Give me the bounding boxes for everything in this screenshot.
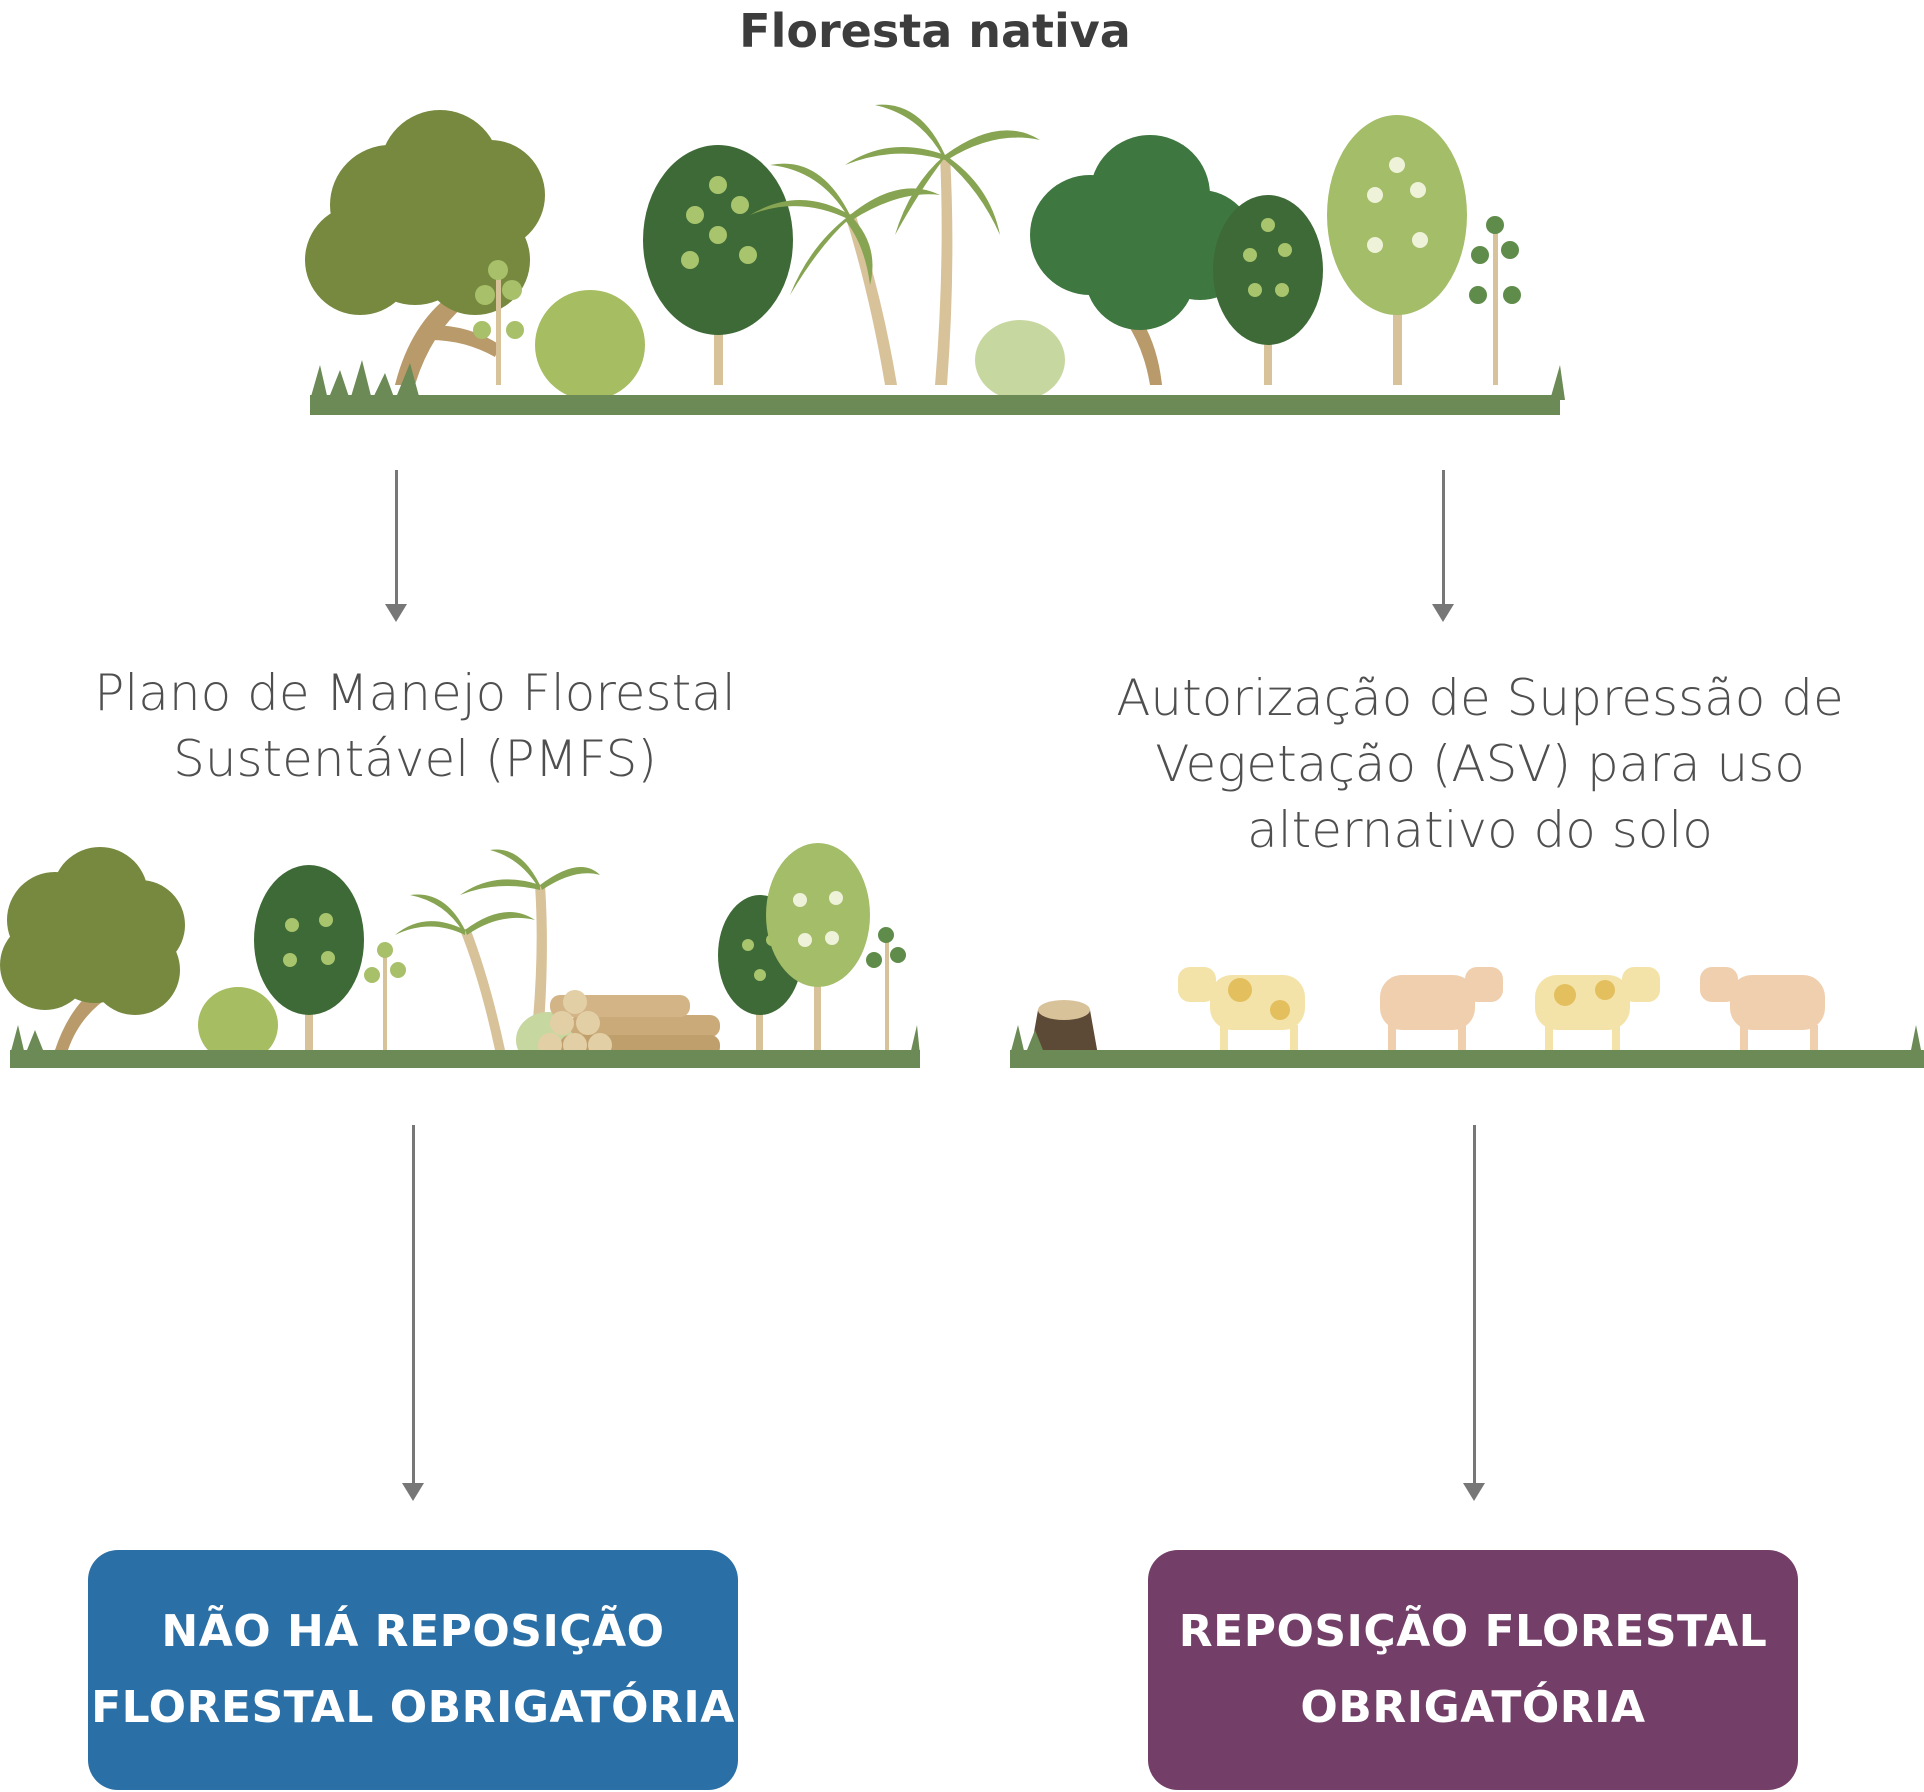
arrow-down-right xyxy=(1432,470,1454,622)
asv-label-line-1: Autorização de Supressão de xyxy=(1116,669,1844,727)
palm-tree-icon xyxy=(845,104,1040,385)
dark-tree-icon xyxy=(1213,195,1323,385)
cow-icon xyxy=(1178,967,1305,1053)
sapling-icon xyxy=(473,260,524,385)
log-pile-icon xyxy=(538,990,720,1057)
grass-strip xyxy=(1010,1025,1924,1068)
pmfs-label: Plano de Manejo Florestal Sustentável (P… xyxy=(60,660,770,792)
tree-stump-icon xyxy=(1030,1000,1098,1055)
bush-icon xyxy=(975,320,1065,400)
sapling-icon xyxy=(1469,216,1521,385)
native-forest-illustration xyxy=(305,104,1565,415)
asv-label-line-2: Vegetação (ASV) para uso xyxy=(1155,735,1805,793)
mandatory-replacement-box: REPOSIÇÃO FLORESTAL OBRIGATÓRIA xyxy=(1148,1550,1798,1790)
pasture-illustration xyxy=(1010,967,1924,1068)
dark-tree-icon xyxy=(643,145,793,385)
no-replacement-line-1: NÃO HÁ REPOSIÇÃO xyxy=(161,1606,665,1657)
mandatory-replacement-line-1: REPOSIÇÃO FLORESTAL xyxy=(1178,1606,1768,1657)
sapling-icon xyxy=(866,927,906,1055)
palm-tree-icon xyxy=(395,894,535,1050)
broadleaf-tree-icon xyxy=(0,847,185,1050)
light-tree-icon xyxy=(766,843,870,1055)
bush-icon xyxy=(198,987,278,1063)
pmfs-label-line-2: Sustentável (PMFS) xyxy=(173,730,657,788)
managed-forest-illustration xyxy=(0,843,920,1068)
pmfs-label-line-1: Plano de Manejo Florestal xyxy=(94,664,736,722)
cow-icon xyxy=(1535,967,1660,1053)
palm-tree-icon xyxy=(750,163,940,385)
arrow-down-left-lower xyxy=(402,1125,424,1501)
cow-icon xyxy=(1700,967,1825,1053)
light-tree-icon xyxy=(1327,115,1467,385)
sapling-icon xyxy=(364,942,406,1055)
arrow-down-left xyxy=(385,470,407,622)
asv-label-line-3: alternativo do solo xyxy=(1247,801,1713,859)
grass-strip xyxy=(10,1025,920,1068)
no-replacement-box: NÃO HÁ REPOSIÇÃO FLORESTAL OBRIGATÓRIA xyxy=(88,1550,738,1790)
asv-label: Autorização de Supressão de Vegetação (A… xyxy=(1100,665,1860,863)
arrow-down-right-lower xyxy=(1463,1125,1485,1501)
palm-tree-icon xyxy=(460,849,600,1050)
diagram-title: Floresta nativa xyxy=(739,4,1131,58)
cow-icon xyxy=(1380,967,1503,1053)
dark-tree-icon xyxy=(254,865,364,1055)
mandatory-replacement-line-2: OBRIGATÓRIA xyxy=(1300,1682,1646,1733)
grass-strip xyxy=(310,360,1565,415)
no-replacement-line-2: FLORESTAL OBRIGATÓRIA xyxy=(91,1682,735,1733)
broadleaf-tree-icon xyxy=(305,110,545,385)
bush-icon xyxy=(535,290,645,400)
